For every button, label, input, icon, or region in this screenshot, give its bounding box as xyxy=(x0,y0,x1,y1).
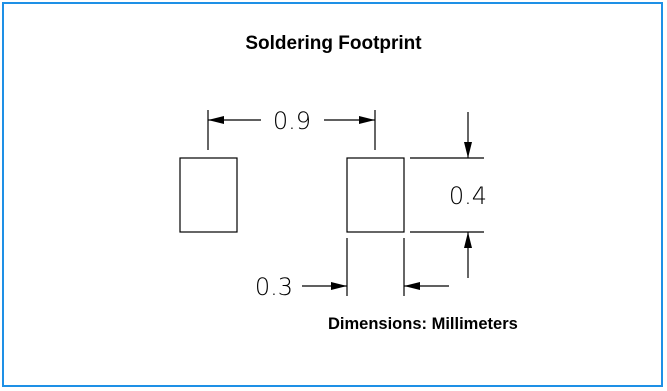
pad-width-dimension xyxy=(302,238,449,296)
units-note: Dimensions: Millimeters xyxy=(328,315,518,333)
left-pad xyxy=(179,157,238,233)
pad-height-label: 0.4 xyxy=(449,182,487,210)
right-pad xyxy=(346,157,405,233)
pad-height-dimension xyxy=(410,112,484,278)
pad-width-label: 0.3 xyxy=(255,273,293,301)
pitch-dimension xyxy=(207,110,376,150)
diagram-frame xyxy=(2,2,663,387)
pitch-label: 0.9 xyxy=(273,107,311,135)
diagram-title: Soldering Footprint xyxy=(245,33,422,54)
